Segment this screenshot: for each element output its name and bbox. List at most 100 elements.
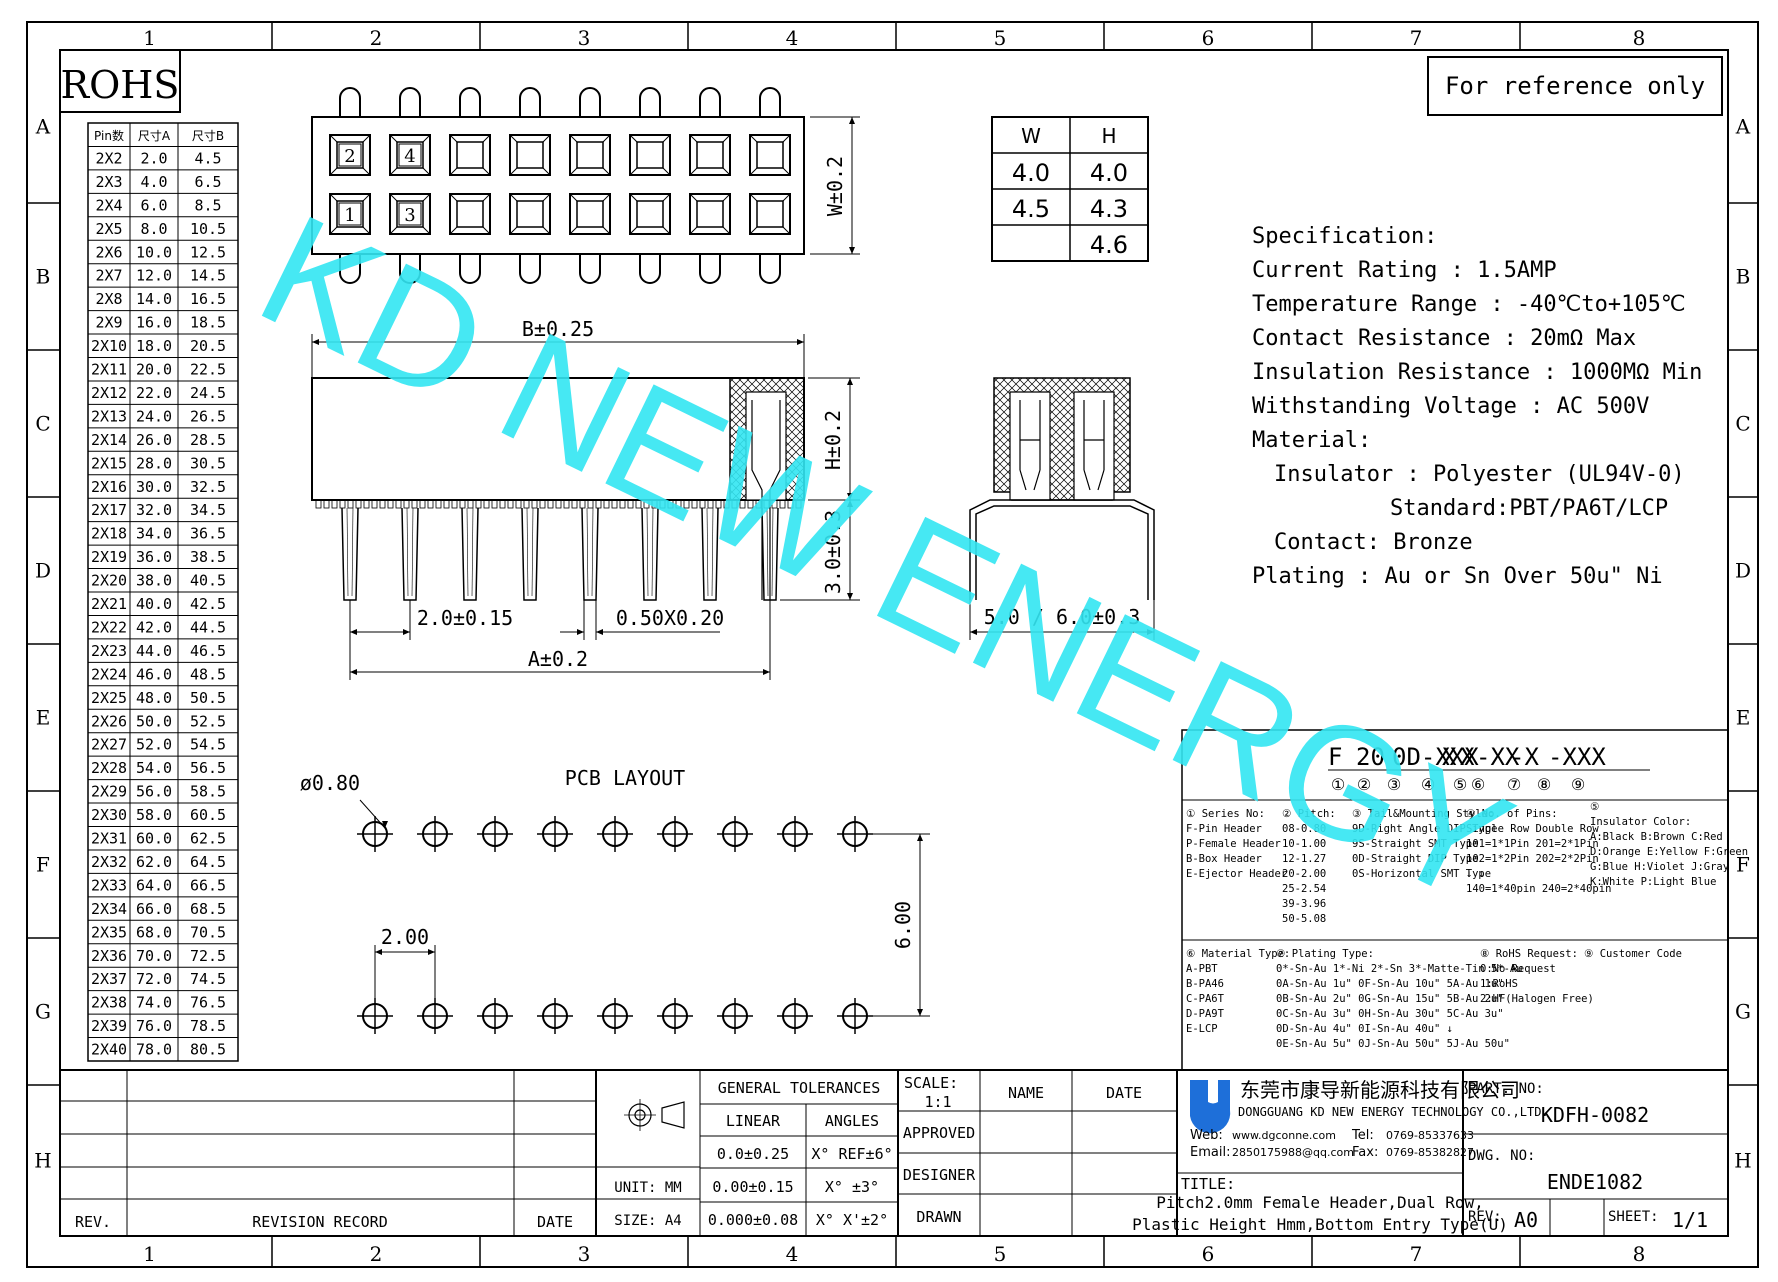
wh-header: W [1021,124,1041,148]
spec-line: Specification: [1252,224,1437,249]
base-tooth [411,499,418,509]
pin-table-cell: 2X2 [95,149,122,167]
part-code-index: ④ [1421,775,1435,794]
dim-arrow [970,629,977,635]
contact-cavity-outer [509,134,551,176]
base-tooth [387,499,394,509]
contact-cavity-inner [396,200,424,228]
pin-table-cell: 74.5 [190,970,226,988]
pin-table-cell: 78.0 [136,1041,172,1059]
pin-number: 3 [404,205,415,226]
pin-table-cell: 62.5 [190,830,226,848]
rev-value: A0 [1514,1208,1538,1232]
base-tooth [643,499,650,509]
spec-line: Contact Resistance : 20mΩ Max [1252,326,1636,351]
base-tooth [475,499,482,509]
spec-line: Plating : Au or Sn Over 50u" Ni [1252,564,1663,589]
base-tooth [499,499,506,509]
pin-tail-detail [471,507,474,597]
side-tails [969,499,1155,600]
pin-tail-detail [346,507,349,597]
pin-table-cell: 2X14 [91,431,127,449]
pin-table-cell: 2X23 [91,642,127,660]
zone-row-label: G [1735,1000,1751,1024]
pin-table-cell: 2X17 [91,501,127,519]
pin-tail-detail [526,507,529,597]
cavity-chamfer [482,167,491,176]
zone-row-label: A [35,115,51,139]
sheet-label: SHEET: [1608,1209,1659,1225]
dim-arrow [847,493,853,500]
dim-arrow [312,339,319,345]
base-tooth [603,499,610,509]
cavity-chamfer [542,167,551,176]
pitch-option: 50-5.08 [1282,913,1326,925]
pin-table-cell: 32.5 [190,478,226,496]
base-tooth [491,499,498,509]
cavity-chamfer [389,193,398,202]
top-pin-upper [699,87,721,117]
pins-option: 102=1*2Pin 202=2*2Pin [1466,853,1599,865]
pin-table-cell: 4.0 [140,173,167,191]
dim-arrow [577,629,584,635]
scale-label: SCALE: [904,1074,958,1092]
base-tooth [635,499,642,509]
front-cutaway [729,377,805,600]
pin-number-box [338,202,362,226]
fax-label: Fax: [1352,1145,1378,1160]
top-pin-upper [519,87,541,117]
contact-cavity-inner [636,141,664,169]
pin-table-cell: 50.0 [136,712,172,730]
base-tooth [747,499,754,509]
insulator-color-option: G:Blue H:Violet J:Gray [1590,861,1729,873]
pin-table-cell: 24.0 [136,407,172,425]
base-tooth [755,499,762,509]
rev-label: REV: [1468,1209,1502,1225]
zone-row-label: B [36,265,51,289]
part-code-segment: 0D-XXX [1392,743,1479,771]
pin-table-cell: 30.0 [136,478,172,496]
cavity-chamfer [629,167,638,176]
cavity-chamfer [749,226,758,235]
pin-table-cell: 2X13 [91,407,127,425]
base-tooth [595,499,602,509]
spec-line: Current Rating : 1.5AMP [1252,258,1557,283]
dim-arrow [596,629,603,635]
zone-col-label: 1 [143,1242,156,1266]
cavity-chamfer [722,134,731,143]
part-code-index: ⑥ [1471,775,1485,794]
pin-table-cell: 2X15 [91,454,127,472]
pin-table-cell: 22.0 [136,384,172,402]
base-tooth [555,499,562,509]
insulator-color-option: A:Black B:Brown C:Red [1590,831,1723,843]
pin-table-cell: 62.0 [136,853,172,871]
cavity-chamfer [329,193,338,202]
base-tooth [467,499,474,509]
pin-tail-detail [531,507,534,597]
pin-table-cell: 4.5 [194,149,221,167]
contact-cavity-inner [576,141,604,169]
part-code-index: ⑧ [1537,775,1551,794]
cavity-chamfer [689,193,698,202]
base-tooth [483,499,490,509]
pin-table-cell: 2X8 [95,290,122,308]
pin-table-cell: 2X3 [95,173,122,191]
dim-pin: 0.50X0.20 [616,606,724,630]
cavity-chamfer [662,134,671,143]
pin-table-cell: 76.0 [136,1017,172,1035]
wh-cell: 4.5 [1012,195,1050,223]
reference-box [1427,56,1723,116]
dim-arrow [849,247,855,254]
rohs-option: ⑧ RoHS Request: [1480,948,1578,960]
pin-number: 1 [344,205,355,226]
pin-table-cell: 2X33 [91,876,127,894]
cavity-chamfer [509,134,518,143]
pin-tail-detail [766,507,769,597]
base-tooth [371,499,378,509]
base-tooth [795,499,802,509]
contact-cavity-inner [456,141,484,169]
pin-tail-detail [651,507,654,597]
part-code-segment: F [1328,743,1342,771]
